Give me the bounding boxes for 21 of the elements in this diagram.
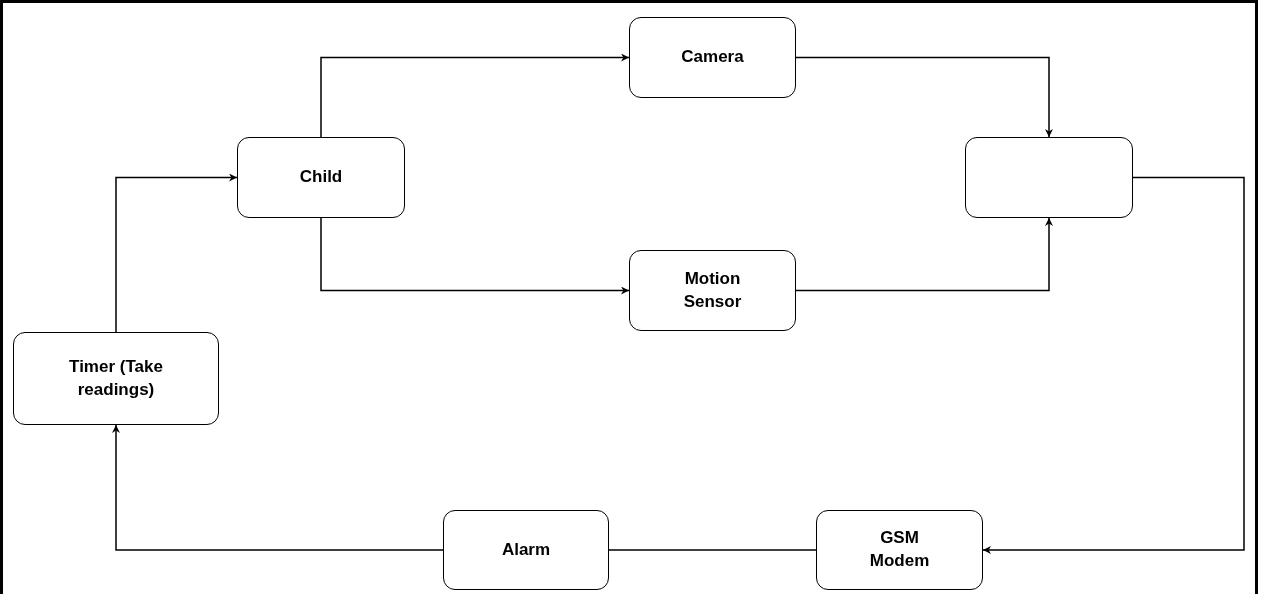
arrow (795, 56, 1053, 138)
process-box (816, 510, 983, 590)
connector-line (608, 549, 817, 551)
box-label: Alarm (501, 538, 551, 561)
empty-box (965, 137, 1133, 218)
process-box (13, 332, 219, 425)
process-box (443, 510, 609, 590)
box-label: Camera (681, 46, 744, 69)
arrow (795, 217, 1053, 292)
arrow (320, 217, 630, 295)
arrow (320, 53, 630, 138)
arrow (115, 173, 238, 333)
process-box (237, 137, 405, 218)
process-box (629, 17, 796, 98)
box-label: GSM Modem (868, 527, 931, 572)
box-label: Timer (Take readings) (68, 355, 164, 401)
box-label: Child (299, 166, 343, 189)
arrow (112, 424, 444, 551)
process-box (629, 250, 796, 331)
box-label: Motion Sensor (682, 267, 743, 313)
arrow (982, 176, 1245, 554)
